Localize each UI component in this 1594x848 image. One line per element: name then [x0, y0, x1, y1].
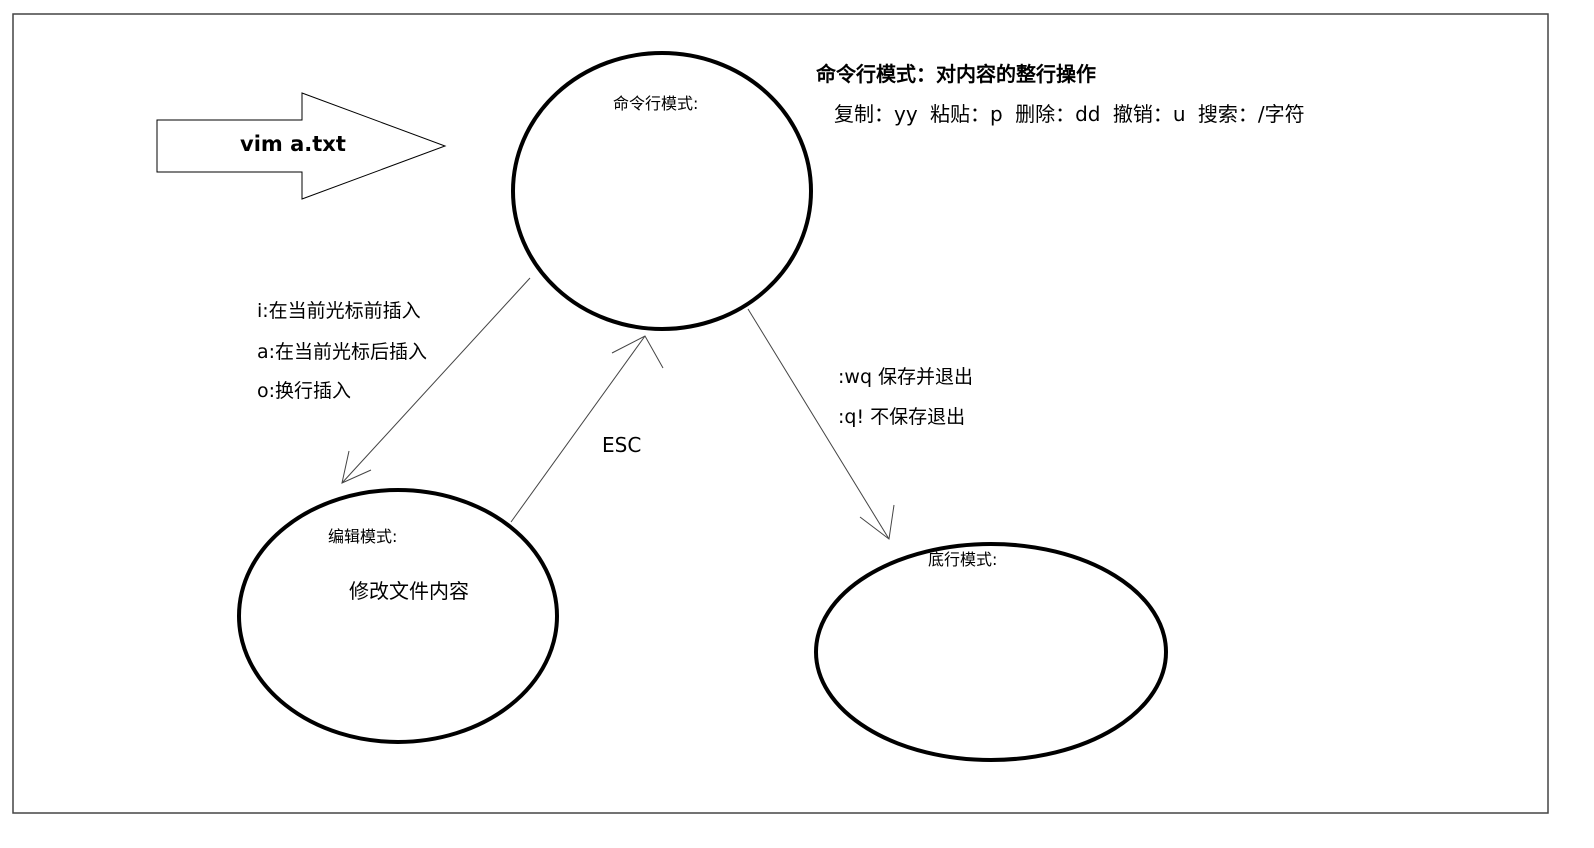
diagram-frame [12, 13, 1549, 814]
arrow-command-to-last-line [747, 308, 890, 540]
entry-arrow-label: vim a.txt [240, 132, 346, 156]
insert-after-cursor-label: a:在当前光标后插入 [257, 341, 428, 363]
insert-before-cursor-label: i:在当前光标前插入 [257, 300, 421, 322]
edit-mode-circle [237, 488, 559, 744]
insert-new-line-label: o:换行插入 [257, 380, 352, 402]
command-mode-circle [511, 51, 813, 331]
last-line-mode-title: 底行模式: [928, 550, 998, 569]
quit-without-saving-label: :q! 不保存退出 [838, 406, 966, 428]
arrow-head-command-to-edit [341, 450, 372, 484]
command-mode-heading: 命令行模式：对内容的整行操作 [816, 62, 1096, 86]
command-mode-title: 命令行模式: [613, 94, 699, 113]
entry-arrow [156, 92, 447, 200]
arrow-edit-to-command [510, 335, 646, 523]
arrow-head-edit-to-command [611, 335, 664, 369]
arrow-head-command-to-last-line [859, 504, 895, 540]
edit-mode-description: 修改文件内容 [349, 579, 469, 603]
esc-label: ESC [602, 433, 642, 457]
edit-mode-title: 编辑模式: [328, 527, 398, 546]
command-mode-operations: 复制：yy 粘贴：p 删除：dd 撤销：u 搜索：/字符 [834, 102, 1305, 126]
arrow-command-to-edit [341, 277, 531, 484]
last-line-mode-circle [814, 542, 1168, 762]
save-and-quit-label: :wq 保存并退出 [838, 366, 974, 388]
